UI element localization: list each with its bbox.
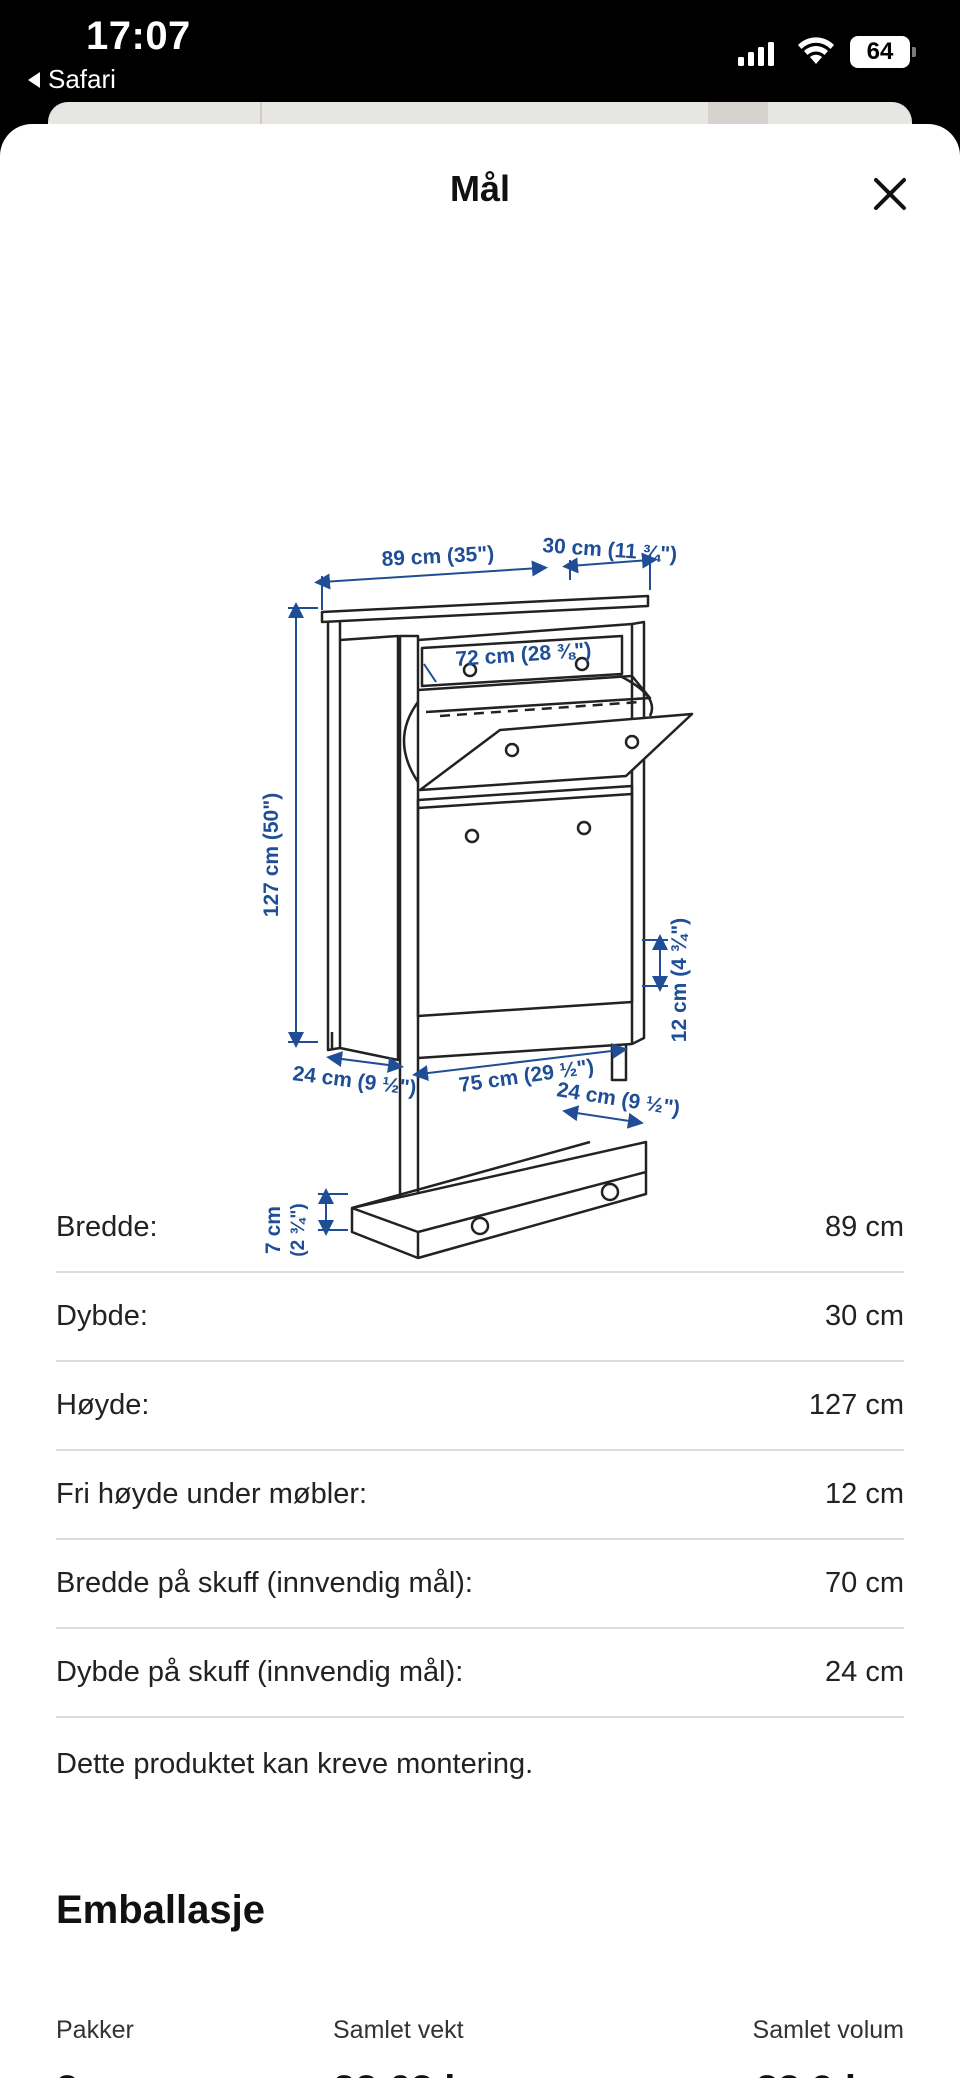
sheet-title: Mål — [449, 168, 510, 209]
spec-value: 127 cm — [808, 1389, 904, 1421]
back-app-label: Safari — [48, 64, 116, 94]
dim-drawer-depth-label: 24 cm (9 ½") — [555, 1078, 681, 1120]
close-button[interactable] — [862, 166, 918, 222]
spec-value: 89 cm — [825, 1211, 904, 1243]
spec-row-drawer-width: Bredde på skuff (innvendig mål): 70 cm — [56, 1540, 904, 1629]
dim-drawer-height-in-label: (2 ¾") — [288, 1203, 309, 1256]
spec-label: Bredde: — [56, 1211, 158, 1243]
battery-icon: 64 — [850, 36, 916, 68]
spec-value: 30 cm — [825, 1300, 904, 1332]
dim-height-label: 127 cm (50") — [260, 793, 283, 917]
back-triangle-icon — [28, 71, 40, 88]
dimensions-sheet: Mål — [0, 124, 960, 2078]
weight-value: 33,63 kg — [333, 2068, 491, 2078]
dim-inner-width-label: 72 cm (28 ⅜") — [455, 639, 592, 671]
spec-value: 24 cm — [825, 1656, 904, 1688]
dimension-diagram: 89 cm (35") 30 cm (11 ¾") 72 cm (28 ⅜") … — [260, 534, 694, 1260]
spec-label: Dybde: — [56, 1300, 148, 1332]
back-to-app-button[interactable]: Safari — [28, 64, 116, 95]
volume-value: 83,9 l — [756, 2068, 856, 2078]
wifi-icon — [798, 37, 834, 64]
spec-label: Fri høyde under møbler: — [56, 1478, 368, 1510]
spec-label: Dybde på skuff (innvendig mål): — [56, 1656, 464, 1688]
spec-value: 70 cm — [825, 1567, 904, 1599]
spec-label: Bredde på skuff (innvendig mål): — [56, 1567, 473, 1599]
status-time: 17:07 — [86, 14, 191, 58]
dim-side-depth-label: 24 cm (9 ½") — [291, 1062, 417, 1100]
spec-row-height: Høyde: 127 cm — [56, 1362, 904, 1451]
spec-row-width: Bredde: 89 cm — [56, 1184, 904, 1273]
close-icon — [874, 178, 906, 210]
spec-row-depth: Dybde: 30 cm — [56, 1273, 904, 1362]
packages-value: 2 — [56, 2068, 78, 2078]
packages-header: Pakker — [56, 2016, 134, 2044]
dim-drawer-height-cm-label: 7 cm — [262, 1206, 285, 1254]
spec-row-drawer-depth: Dybde på skuff (innvendig mål): 24 cm — [56, 1629, 904, 1718]
battery-level: 64 — [866, 38, 894, 65]
dimension-specs-list: Bredde: 89 cm Dybde: 30 cm Høyde: 127 cm… — [56, 1184, 904, 1718]
volume-header: Samlet volum — [752, 2016, 904, 2044]
dim-leg-height-label: 12 cm (4 ¾") — [668, 918, 691, 1042]
spec-row-clearance: Fri høyde under møbler: 12 cm — [56, 1451, 904, 1540]
dim-depth-label: 30 cm (11 ¾") — [542, 534, 678, 566]
weight-header: Samlet vekt — [333, 2016, 464, 2044]
cellular-signal-icon — [738, 40, 774, 66]
packaging-title: Emballasje — [56, 1888, 266, 1932]
spec-label: Høyde: — [56, 1389, 150, 1421]
assembly-note: Dette produktet kan kreve montering. — [56, 1748, 534, 1780]
dim-width-label: 89 cm (35") — [381, 542, 495, 571]
spec-value: 12 cm — [825, 1478, 904, 1510]
